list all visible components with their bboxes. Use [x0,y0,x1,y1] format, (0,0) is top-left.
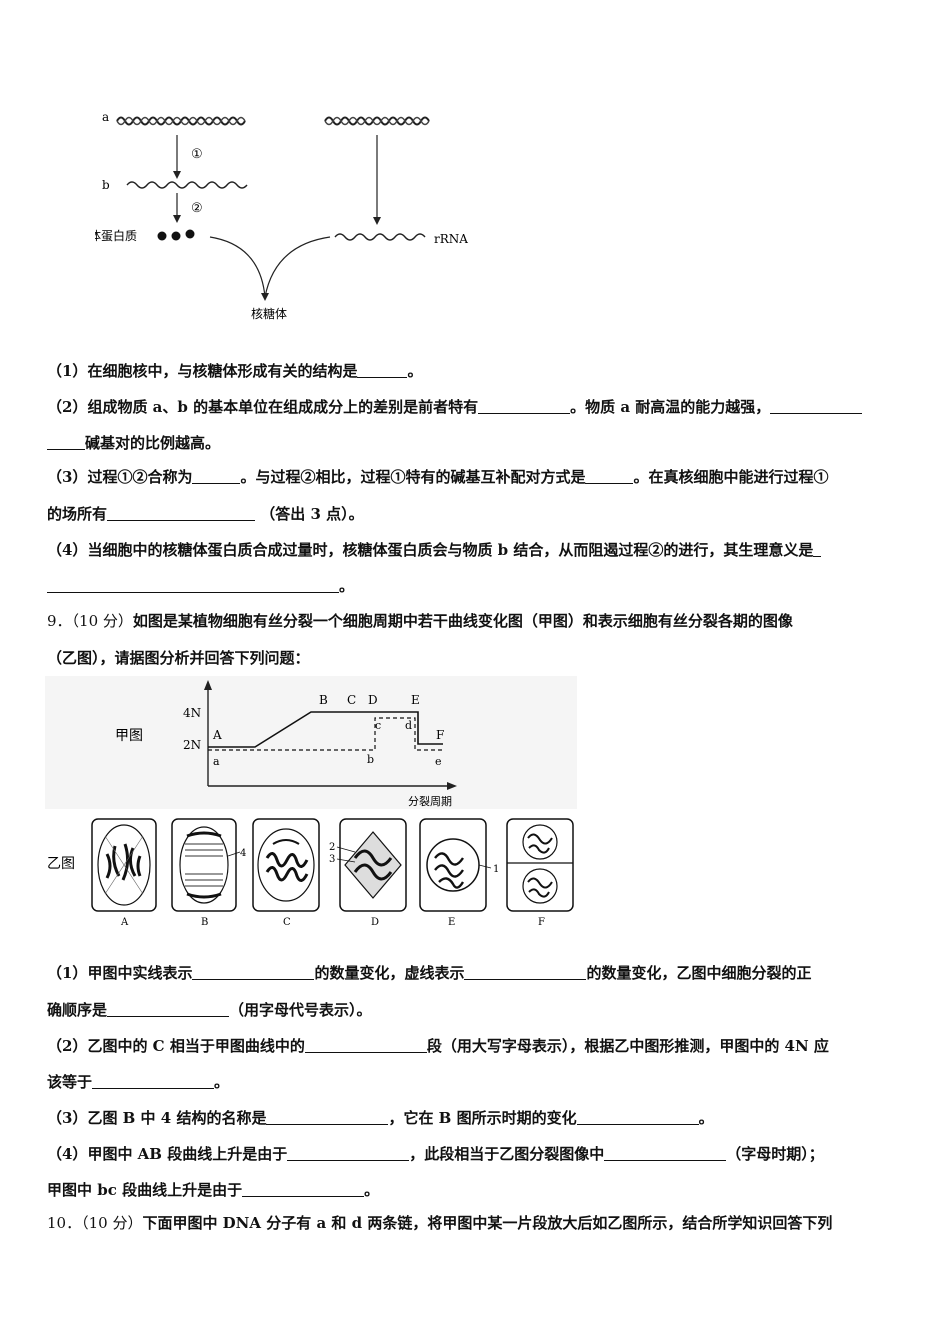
answer-blank[interactable] [464,965,587,980]
answer-blank[interactable] [478,399,571,414]
mitosis-figure: 甲图 4N 2N 分裂周期 A a B C D E b c d F e 乙图 [45,676,577,928]
merge-curve [209,236,331,298]
answer-blank[interactable] [287,1146,410,1161]
point-a: a [213,755,220,768]
jia-title: 甲图 [115,728,143,744]
q8-part2a: （2）组成物质 a、b 的基本单位在组成成分上的差别是前者特有。物质 a 耐高温… [47,397,907,417]
answer-blank[interactable] [47,435,85,450]
answer-blank[interactable] [192,965,315,980]
cell-C [252,818,320,912]
answer-blank[interactable] [770,399,863,414]
ribosome-formation-diagram: a ① b ② 核糖体蛋白质 rRNA 核糖体 [95,110,468,321]
ribosomal-protein-label: 核糖体蛋白质 [95,228,137,243]
answer-blank[interactable] [192,469,241,484]
solid-curve [208,711,443,748]
point-D: D [368,693,378,707]
protein-dot-3 [185,229,195,239]
q9-part1a: （1）甲图中实线表示的数量变化，虚线表示的数量变化，乙图中细胞分裂的正 [47,964,812,982]
point-E: E [411,693,420,707]
answer-blank[interactable] [604,1146,727,1161]
cell-F [506,818,574,912]
q9-stem-line2: （乙图），请据图分析并回答下列问题： [47,649,310,667]
answer-blank[interactable] [92,1074,215,1089]
q8-part2b: 碱基对的比例越高。 [47,433,907,453]
answer-blank[interactable] [242,1182,365,1197]
point-C: C [347,693,356,707]
answer-blank[interactable] [357,363,408,378]
answer-blank[interactable] [813,542,822,557]
q10-stem: 10．（10 分）下面甲图中 DNA 分子有 a 和 d 两条链，将甲图中某一片… [47,1214,833,1232]
cell-label-B: B [201,917,208,928]
mrna-strand [126,181,248,189]
answer-blank[interactable] [266,1110,389,1125]
answer-blank[interactable] [107,1002,230,1017]
cell-number-3: 3 [329,854,335,865]
yi-title: 乙图 [47,856,75,872]
label-b: b [102,178,110,192]
q9-stem-line1: 9．（10 分）如图是某植物细胞有丝分裂一个细胞周期中若干曲线变化图（甲图）和表… [47,612,793,630]
dna-double-helix-right [324,116,430,126]
cell-label-C: C [283,917,291,928]
point-c: c [375,719,381,732]
cell-label-A: A [120,917,129,928]
q9-part2b: 该等于。 [47,1073,230,1091]
cell-label-E: E [448,917,455,928]
cell-label-D: D [371,917,379,928]
answer-blank[interactable] [47,578,339,593]
cell-number-4: 4 [240,848,246,859]
cell-number-2: 2 [329,842,335,853]
point-A: A [212,728,222,742]
q9-part1b: 确顺序是（用字母代号表示）。 [47,1001,372,1019]
protein-dot-2 [171,231,181,241]
label-a: a [102,110,109,124]
x-axis-label: 分裂周期 [408,795,452,808]
step2-label: ② [191,201,203,216]
cell-number-1: 1 [493,864,499,875]
rrna-strand [334,233,426,241]
point-e: e [435,755,442,768]
cell-E [419,818,492,912]
q8-part1: （1）在细胞核中，与核糖体形成有关的结构是。 [47,362,423,380]
y-tick-4n: 4N [183,706,201,720]
q8-part3a: （3）过程①②合称为。与过程②相比，过程①特有的碱基互补配对方式是。在真核细胞中… [47,468,829,486]
answer-blank[interactable] [585,469,634,484]
dashed-curve [208,717,443,751]
q9-part4a: （4）甲图中 AB 段曲线上升是由于，此段相当于乙图分裂图像中（字母时期）； [47,1145,824,1163]
cell-B [171,818,241,912]
q8-part4b: 。 [47,576,907,596]
q9-part3: （3）乙图 B 中 4 结构的名称是，它在 B 图所示时期的变化。 [47,1109,714,1127]
cell-label-F: F [538,917,545,928]
point-B: B [319,693,328,707]
point-b: b [367,753,374,766]
q8-part3b: 的场所有 （答出 3 点）。 [47,505,364,523]
cell-D [336,818,407,912]
answer-blank[interactable] [304,1038,427,1053]
answer-blank[interactable] [576,1110,699,1125]
q9-part2a: （2）乙图中的 C 相当于甲图曲线中的段（用大写字母表示），根据乙中图形推测，甲… [47,1037,829,1055]
point-F: F [436,728,444,742]
step1-label: ① [191,147,203,162]
q8-part4a: （4）当细胞中的核糖体蛋白质合成过量时，核糖体蛋白质会与物质 b 结合，从而阻遏… [47,540,907,560]
protein-dot-1 [157,231,167,241]
ribosome-label: 核糖体 [251,306,287,321]
q9-part4b: 甲图中 bc 段曲线上升是由于。 [47,1181,380,1199]
point-d: d [405,719,412,732]
y-tick-2n: 2N [183,738,201,752]
answer-blank[interactable] [107,506,256,521]
cell-A [91,818,157,912]
rrna-label: rRNA [434,232,468,246]
